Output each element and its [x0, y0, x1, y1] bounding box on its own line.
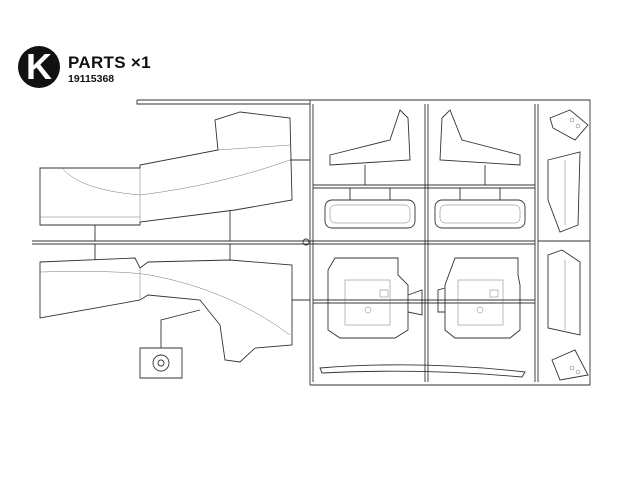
part-lamp-right — [434, 188, 526, 229]
part-small-bracket — [139, 309, 201, 379]
part-box-left — [327, 257, 423, 339]
parts-letter-badge: K — [18, 46, 60, 88]
part-pillar-top — [547, 151, 581, 233]
part-upper-fender — [39, 111, 310, 241]
part-box-right — [437, 257, 521, 339]
part-triangle-top — [549, 109, 589, 141]
part-mirror-left — [329, 109, 411, 185]
part-long-strip — [319, 364, 526, 378]
part-triangle-bottom — [551, 349, 589, 381]
part-pillar-bottom — [547, 249, 581, 336]
part-lower-fender — [39, 244, 310, 363]
part-mirror-right — [439, 109, 521, 185]
parts-code: 19115368 — [68, 73, 115, 85]
runner-frame — [32, 99, 591, 386]
parts-title: PARTS ×1 — [68, 53, 151, 72]
part-lamp-left — [324, 188, 416, 229]
